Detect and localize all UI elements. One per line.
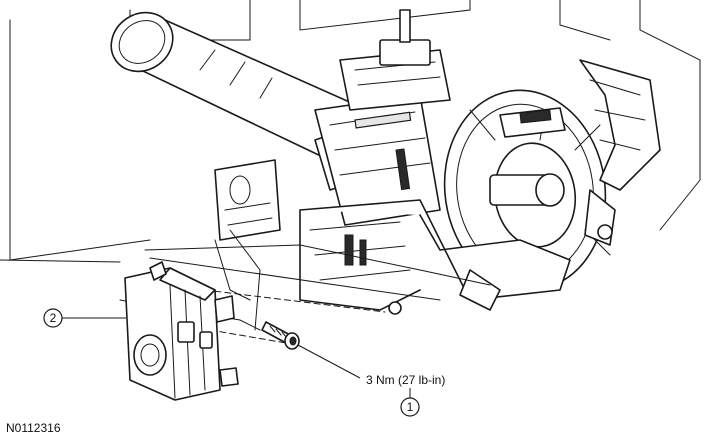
clockspring-disc (443, 89, 611, 291)
callout-2: 2 (43, 308, 126, 328)
column-mounting-bracket (579, 59, 661, 246)
callout-1-circle (400, 397, 420, 417)
callout-1-number: 1 (407, 400, 414, 414)
mounting-bolt (261, 321, 300, 350)
installation-guide-lines (204, 289, 386, 346)
callout-1: 1 3 Nm (27 lb-in) (297, 344, 445, 417)
multifunction-switch-housing (314, 9, 451, 226)
lower-column-housing (299, 199, 571, 315)
wiring-connectors (214, 159, 281, 301)
callout-2-circle (43, 308, 63, 328)
module-component (124, 261, 239, 401)
callout-2-number: 2 (50, 311, 57, 325)
figure-id: N0112316 (6, 421, 61, 435)
torque-spec-label: 3 Nm (27 lb-in) (366, 373, 445, 387)
